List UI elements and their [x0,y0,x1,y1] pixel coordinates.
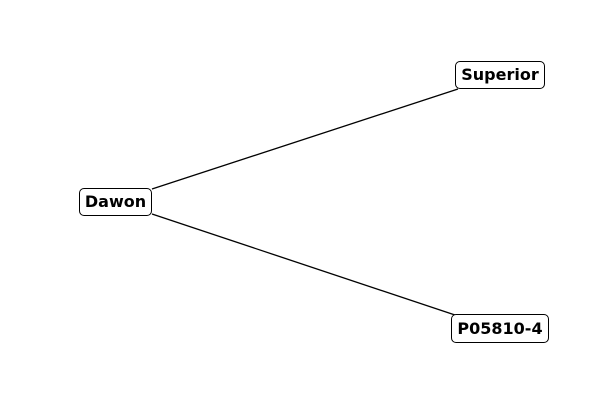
node-dawon: Dawon [79,188,152,216]
node-p05810-4: P05810-4 [451,314,549,343]
edge-dawon-p05810-4 [151,213,459,317]
node-label: P05810-4 [457,318,543,338]
node-label: Dawon [84,192,147,211]
node-superior: Superior [455,61,545,89]
edge-dawon-superior [151,88,459,190]
node-label: Superior [461,65,539,84]
